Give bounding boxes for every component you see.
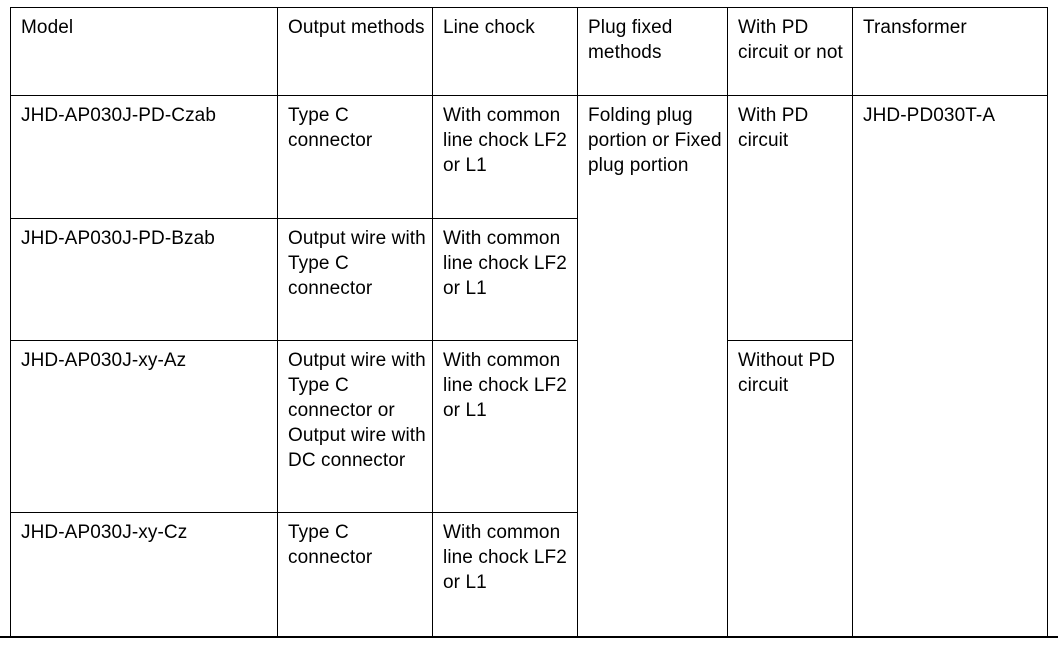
table-row: JHD-AP030J-xy-Cz Type C connector With c… (10, 512, 1048, 638)
cell-output-methods: Output wire with Type C connector or Out… (277, 340, 433, 513)
cell-line-chock: With common line chock LF2 or L1 (432, 512, 578, 638)
cell-without-pd-circuit: Without PD circuit (727, 340, 853, 638)
cell-output-methods: Output wire with Type C connector (277, 218, 433, 341)
cell-output-methods: Type C connector (277, 95, 433, 219)
cell-output-methods: Type C connector (277, 512, 433, 638)
cell-line-chock: With common line chock LF2 or L1 (432, 95, 578, 219)
column-header-output-methods: Output methods (277, 7, 433, 96)
cell-line-chock: With common line chock LF2 or L1 (432, 340, 578, 513)
cell-model: JHD-AP030J-PD-Bzab (10, 218, 278, 341)
cell-plug-fixed-methods: Folding plug portion or Fixed plug porti… (577, 95, 728, 638)
column-header-model: Model (10, 7, 278, 96)
product-specification-table: Model Output methods Line chock Plug fix… (10, 7, 1048, 638)
cell-line-chock: With common line chock LF2 or L1 (432, 218, 578, 341)
column-header-plug-fixed-methods: Plug fixed methods (577, 7, 728, 96)
page-bottom-rule (0, 636, 1058, 638)
cell-model: JHD-AP030J-PD-Czab (10, 95, 278, 219)
cell-with-pd-circuit: With PD circuit (727, 95, 853, 341)
cell-transformer: JHD-PD030T-A (852, 95, 1048, 638)
column-header-transformer: Transformer (852, 7, 1048, 96)
table-row: JHD-AP030J-PD-Bzab Output wire with Type… (10, 218, 1048, 341)
column-header-line-chock: Line chock (432, 7, 578, 96)
table-row: JHD-AP030J-xy-Az Output wire with Type C… (10, 340, 1048, 638)
table-row: JHD-AP030J-PD-Czab Type C connector With… (10, 95, 1048, 638)
table-header-row: Model Output methods Line chock Plug fix… (10, 7, 1048, 96)
cell-model: JHD-AP030J-xy-Az (10, 340, 278, 513)
cell-model: JHD-AP030J-xy-Cz (10, 512, 278, 638)
column-header-with-pd-circuit-or-not: With PD circuit or not (727, 7, 853, 96)
